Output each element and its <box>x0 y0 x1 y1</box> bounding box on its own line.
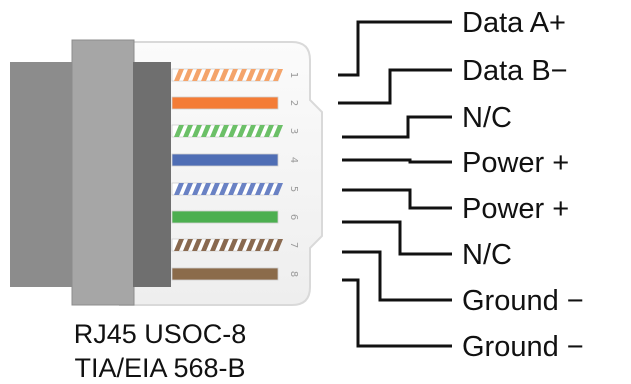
pin-label-2: Data B− <box>462 55 568 87</box>
caption-line-2: TIA/EIA 568-B <box>74 353 246 383</box>
leader-line-6 <box>342 220 452 256</box>
leader-line-1 <box>338 20 452 77</box>
wire-stripes-3 <box>174 125 283 137</box>
pin-number-set: 1 2 3 4 5 6 7 8 <box>288 72 299 277</box>
pin-number-7: 7 <box>288 242 299 248</box>
pin-label-7: Ground − <box>462 285 584 317</box>
pin-number-5: 5 <box>288 186 299 192</box>
wire-6 <box>171 210 279 224</box>
pin-label-4: Power + <box>462 147 569 179</box>
leader-line-8 <box>342 278 452 348</box>
leader-line-set <box>338 20 452 348</box>
pin-number-1: 1 <box>288 72 299 78</box>
pin-number-6: 6 <box>288 214 299 220</box>
pin-number-3: 3 <box>288 128 299 134</box>
leader-line-3 <box>342 115 452 139</box>
pin-label-6: N/C <box>462 239 512 271</box>
wire-4 <box>171 153 279 167</box>
pin-label-3: N/C <box>462 102 512 134</box>
pin-label-8: Ground − <box>462 331 584 363</box>
pin-label-set: Data A+ Data B− N/C Power + Power + N/C Ground… <box>462 7 584 363</box>
wire-stripes-5 <box>174 183 283 195</box>
wire-stripes-1 <box>174 69 283 81</box>
pin-number-2: 2 <box>288 100 299 106</box>
leader-line-4 <box>342 158 452 164</box>
cable-jacket-left <box>10 62 80 287</box>
pin-label-5: Power + <box>462 193 569 225</box>
cable-crimp <box>133 62 171 287</box>
wire-8 <box>171 267 279 281</box>
wire-2 <box>171 96 279 110</box>
leader-line-2 <box>338 68 452 105</box>
wire-set <box>171 68 283 281</box>
cable-boot <box>71 39 135 306</box>
pin-label-1: Data A+ <box>462 7 566 39</box>
pin-number-8: 8 <box>288 271 299 277</box>
caption-line-1: RJ45 USOC-8 <box>73 319 247 349</box>
leader-line-5 <box>342 188 452 210</box>
pin-number-4: 4 <box>288 157 299 163</box>
wire-stripes-7 <box>174 239 283 251</box>
leader-line-7 <box>342 250 452 302</box>
